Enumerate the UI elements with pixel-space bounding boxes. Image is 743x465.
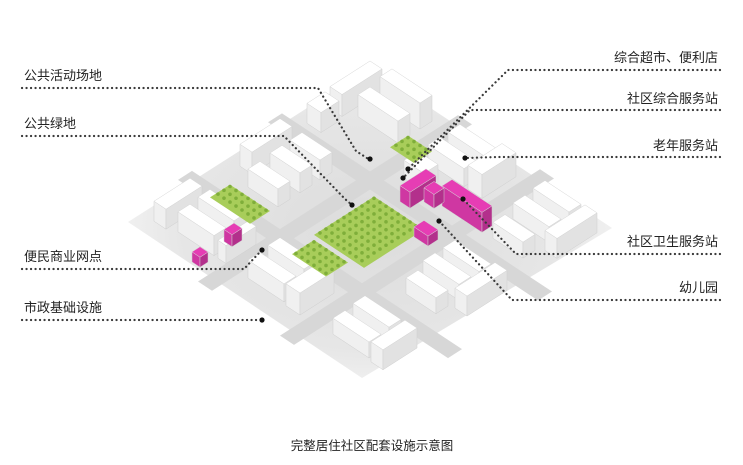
facility-commercial-2 bbox=[191, 246, 209, 268]
building-block bbox=[306, 91, 340, 134]
building-block bbox=[247, 161, 291, 208]
leader-supermarket bbox=[405, 68, 722, 172]
label-community-health-station: 社区卫生服务站 bbox=[627, 234, 718, 250]
building-block bbox=[467, 143, 517, 199]
facility-buildings bbox=[191, 168, 493, 268]
leader-lines bbox=[20, 68, 722, 323]
facility-community-service bbox=[399, 168, 437, 209]
leader-community-health bbox=[460, 196, 722, 256]
building-block bbox=[289, 132, 333, 181]
leader-public-activity-space bbox=[20, 86, 373, 162]
facility-supermarket bbox=[423, 181, 445, 209]
building-block bbox=[239, 118, 293, 175]
label-convenience-commercial: 便民商业网点 bbox=[24, 250, 102, 265]
leader-municipal-infrastructure bbox=[20, 317, 265, 323]
building-block bbox=[153, 177, 203, 230]
labels-right: 综合超市、便利店 社区综合服务站 老年服务站 社区卫生服务站 幼儿园 bbox=[614, 50, 718, 296]
label-community-service-station: 社区综合服务站 bbox=[627, 91, 718, 107]
label-public-activity-space: 公共活动场地 bbox=[24, 69, 102, 84]
facility-health-station bbox=[413, 220, 439, 247]
leader-community-service bbox=[400, 108, 722, 181]
label-municipal-infrastructure: 市政基础设施 bbox=[24, 300, 102, 316]
label-kindergarten: 幼儿园 bbox=[679, 281, 718, 296]
building-block bbox=[492, 214, 536, 259]
labels-left: 公共活动场地 公共绿地 便民商业网点 市政基础设施 bbox=[24, 69, 102, 316]
building-block bbox=[370, 319, 418, 371]
leader-convenience-commercial bbox=[20, 247, 265, 271]
building-block bbox=[357, 86, 411, 144]
diagram-caption: 完整居住社区配套设施示意图 bbox=[291, 438, 454, 453]
label-public-green-space: 公共绿地 bbox=[24, 117, 76, 132]
building-block bbox=[544, 204, 598, 259]
building-block bbox=[269, 145, 313, 194]
green-central bbox=[314, 196, 424, 268]
leader-kindergarten bbox=[436, 218, 722, 302]
green-west bbox=[210, 184, 270, 224]
label-supermarket-convenience-store: 综合超市、便利店 bbox=[614, 50, 718, 66]
building-block bbox=[405, 269, 449, 315]
label-elderly-service-station: 老年服务站 bbox=[653, 138, 718, 154]
building-block bbox=[454, 262, 508, 317]
facility-commercial bbox=[223, 222, 243, 248]
road-band-3 bbox=[198, 115, 472, 291]
leader-elderly-service bbox=[462, 155, 722, 161]
leader-public-green-space bbox=[20, 134, 355, 208]
green-south bbox=[292, 240, 348, 277]
green-spaces bbox=[210, 135, 432, 277]
